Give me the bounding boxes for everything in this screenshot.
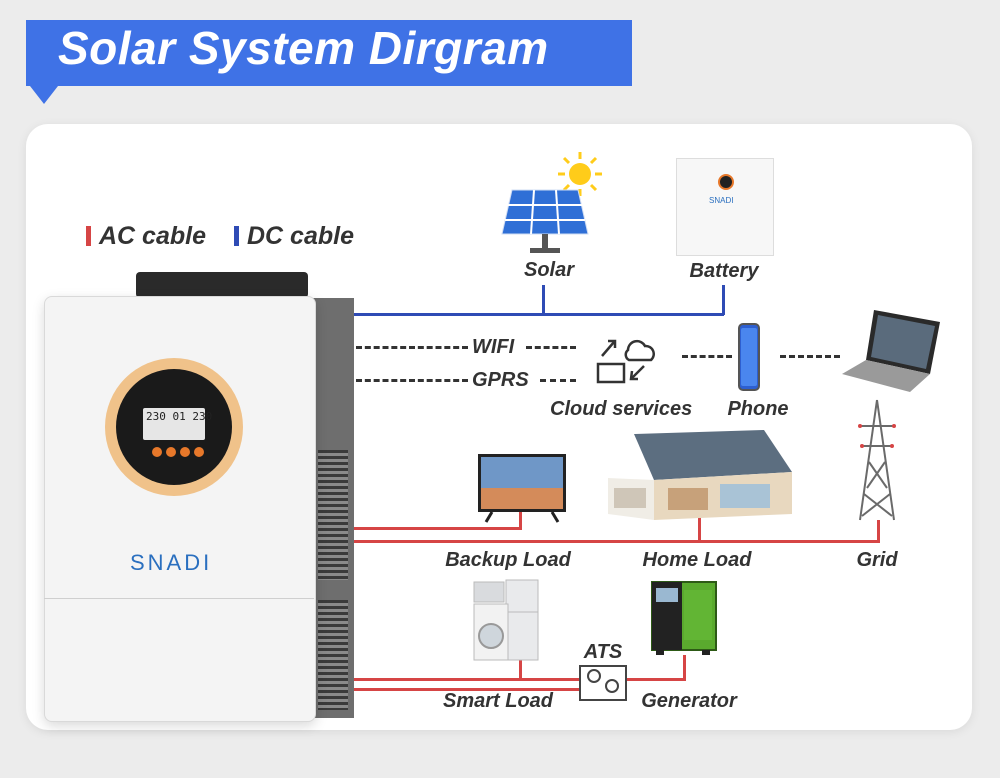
ac-cable-smart-load [352,678,580,681]
inverter-button-2 [166,447,176,457]
ac-cable-home-grid [352,540,880,543]
solar-label: Solar [523,259,575,281]
washer-fridge-icon [473,579,539,661]
dc-swatch [234,226,239,246]
television-icon [478,454,566,523]
ac-cable-ats-in [352,688,580,691]
solar-panel-icon [501,189,589,253]
battery-label: Battery [689,260,759,282]
generator-label: Generator [641,690,737,712]
ac-cable-grid-drop [877,520,880,543]
legend-ac-label: AC cable [99,221,206,250]
legend-dc: DC cable [234,220,354,252]
dc-cable-battery [722,285,725,315]
phone-laptop-link [780,355,840,358]
laptop-icon [842,310,940,392]
wifi-link-left [356,346,468,349]
battery-module-icon [676,158,774,256]
cloud-phone-link [682,355,732,358]
grid-label: Grid [856,549,898,571]
ats-switch-icon [579,665,627,701]
inverter-vents-upper [318,450,348,580]
ac-swatch [86,226,91,246]
wifi-label: WIFI [472,336,515,358]
ac-cable-backup-drop [519,512,522,530]
smart-load-label: Smart Load [442,690,554,712]
battery-brand: SNADI [709,196,734,205]
title-banner-pointer [30,86,58,104]
inverter-button-3 [180,447,190,457]
inverter-vents-lower [318,600,348,710]
gprs-link-left [356,379,468,382]
ats-terminal-2 [605,679,619,693]
inverter-brand: SNADI [130,550,213,575]
phone-label: Phone [727,398,789,420]
house-icon [608,430,792,520]
home-load-label: Home Load [642,549,752,571]
ac-cable-generator [623,678,685,681]
gprs-label: GPRS [472,369,529,391]
backup-load-label: Backup Load [445,549,571,571]
dc-cable-bus [352,313,724,316]
ats-label: ATS [583,641,623,663]
ac-cable-smart-drop [519,660,522,680]
legend-dc-label: DC cable [247,221,354,250]
page-title: Solar System Dirgram [58,22,549,74]
wifi-link-right [526,346,576,349]
transmission-tower-icon [858,399,896,521]
cloud-services-label: Cloud services [550,398,693,420]
inverter-button-4 [194,447,204,457]
smartphone-icon [738,323,760,391]
legend-ac: AC cable [86,220,206,252]
title-banner [26,20,632,86]
ac-cable-home-drop [698,512,701,543]
generator-icon [651,581,717,655]
cloud-sync-icon [596,339,655,384]
inverter-lcd-reading: 230 01 230 [146,410,213,423]
gprs-link-right [540,379,576,382]
battery-indicator [718,174,734,190]
inverter-mount-bracket [136,272,308,298]
sun-icon [558,152,602,196]
inverter-lcd [143,408,205,440]
inverter-panel-divider [44,598,314,599]
ats-terminal-1 [587,669,601,683]
ac-cable-backup [352,527,522,530]
inverter-button-1 [152,447,162,457]
dc-cable-solar [542,285,545,315]
ac-cable-generator-drop [683,655,686,681]
